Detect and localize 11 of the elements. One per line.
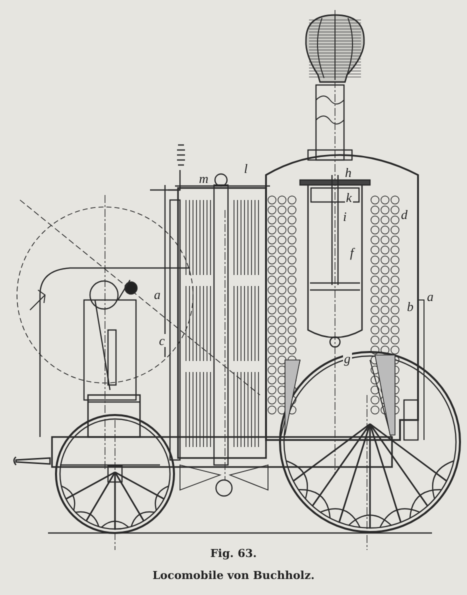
- part-letter: h: [344, 166, 352, 179]
- figure-number: Fig. 63.: [210, 547, 257, 560]
- part-letter: c: [158, 334, 166, 347]
- part-letter: d: [400, 208, 408, 221]
- part-letter: b: [406, 300, 414, 313]
- part-letter: l: [243, 162, 249, 175]
- figure-caption: Locomobile von Buchholz.: [152, 569, 315, 582]
- part-letter: g: [343, 352, 352, 365]
- part-letter: k: [345, 191, 353, 204]
- part-letter: f: [349, 246, 355, 259]
- part-letter: i: [342, 210, 348, 223]
